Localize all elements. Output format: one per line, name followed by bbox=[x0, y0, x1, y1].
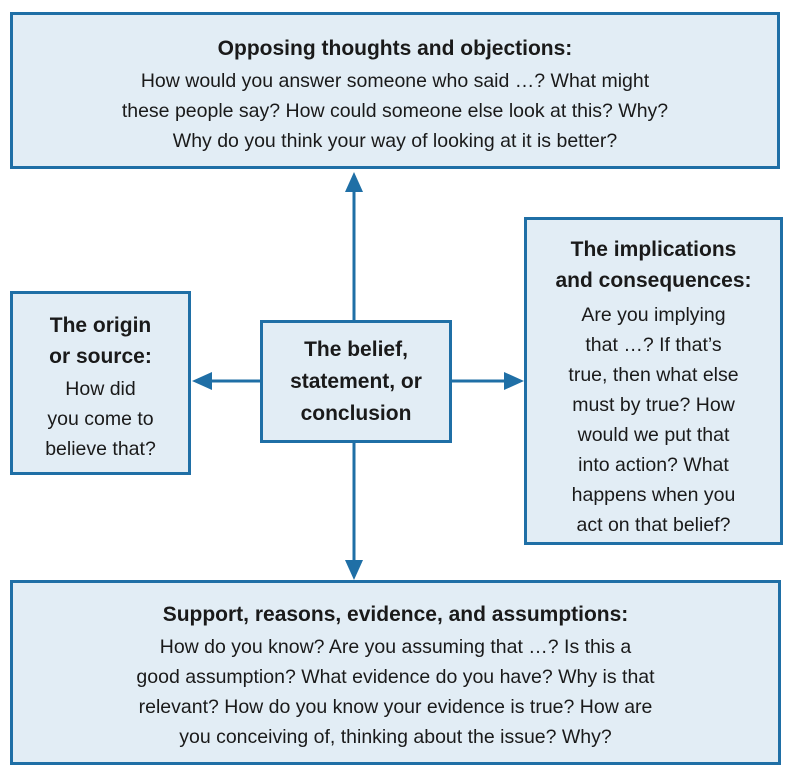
arrow-down-head bbox=[345, 560, 363, 580]
origin-box: The origin or source: How did you come t… bbox=[10, 291, 191, 475]
support-title: Support, reasons, evidence, and assumpti… bbox=[162, 603, 629, 626]
opposing-thoughts-title: Opposing thoughts and objections: bbox=[217, 37, 573, 60]
support-box: Support, reasons, evidence, and assumpti… bbox=[10, 580, 781, 765]
implications-text: Are you implying that …? If that’s true,… bbox=[568, 304, 739, 536]
support-text: How do you know? Are you assuming that …… bbox=[136, 636, 655, 748]
opposing-thoughts-box: Opposing thoughts and objections: How wo… bbox=[10, 12, 780, 169]
opposing-thoughts-text: How would you answer someone who said …?… bbox=[121, 70, 669, 152]
arrow-left-head bbox=[192, 372, 212, 390]
arrow-up-head bbox=[345, 172, 363, 192]
implications-title: The implications and consequences: bbox=[555, 238, 752, 292]
origin-text: How did you come to believe that? bbox=[45, 378, 156, 460]
arrow-right-head bbox=[504, 372, 524, 390]
origin-title: The origin or source: bbox=[49, 314, 152, 368]
implications-box: The implications and consequences: Are y… bbox=[524, 217, 783, 545]
belief-box: The belief, statement, or conclusion bbox=[260, 320, 452, 443]
belief-title: The belief, statement, or conclusion bbox=[290, 337, 422, 425]
